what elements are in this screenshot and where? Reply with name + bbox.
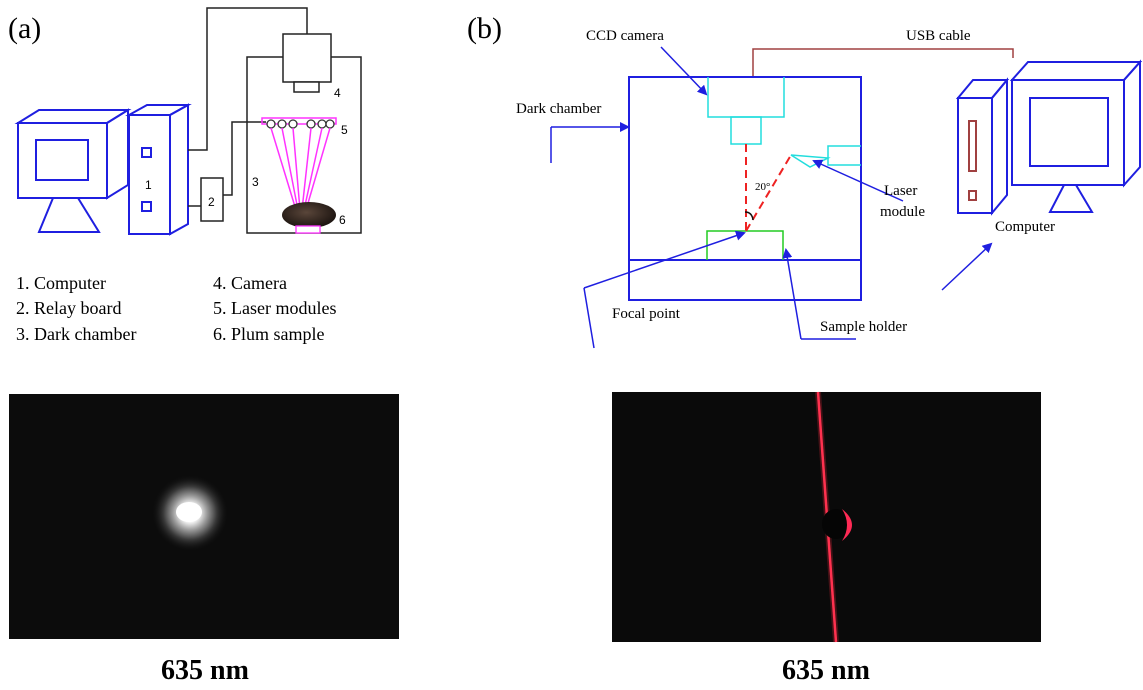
computer-number: 1 (145, 178, 152, 192)
laser-modules-number: 5 (341, 123, 348, 137)
callout-arrows-b (550, 46, 993, 349)
laser-paths-b (745, 144, 792, 232)
legend-item-camera: 4. Camera (213, 273, 287, 293)
angle-arc (744, 211, 754, 221)
plum-sample-number: 6 (339, 213, 346, 227)
ccd-camera-icon (707, 77, 785, 145)
cables-a (188, 7, 308, 207)
laser-spot-core (176, 502, 202, 522)
camera-a-icon (282, 33, 332, 93)
usb-cable-label: USB cable (906, 28, 971, 44)
computer-label: Computer (995, 219, 1055, 235)
laser-module-label-line1: Laser (884, 183, 917, 199)
relay-board-number: 2 (208, 195, 215, 209)
laser-beams-a (270, 127, 331, 211)
computer-a-icon (14, 103, 192, 236)
legend-item-laser-modules: 5. Laser modules (213, 298, 336, 318)
legend-a: 1. Computer 2. Relay board 3. Dark chamb… (16, 273, 336, 344)
sample-holder-icon (706, 230, 784, 260)
ccd-camera-label: CCD camera (586, 28, 664, 44)
dark-chamber-number: 3 (252, 175, 259, 189)
laser-modules-icon (261, 117, 337, 125)
laser-module-label-line2: module (880, 204, 925, 220)
sample-stand-icon (295, 225, 321, 234)
focal-point-label: Focal point (612, 306, 681, 322)
legend-item-plum-sample: 6. Plum sample (213, 324, 325, 344)
panel-b-label: (b) (467, 12, 502, 45)
panel-a-label: (a) (8, 12, 41, 45)
angle-label: 20° (755, 181, 770, 193)
laser-module-icon (790, 145, 861, 168)
computer-b-icon (955, 59, 1143, 216)
camera-number: 4 (334, 86, 341, 100)
usb-cable-line (752, 48, 1014, 77)
caption-a: 635 nm (161, 655, 249, 686)
laser-crescent (842, 509, 852, 541)
photo-b (612, 391, 1041, 643)
caption-b: 635 nm (782, 655, 870, 686)
relay-board-icon (200, 177, 224, 222)
sample-holder-label: Sample holder (820, 319, 907, 335)
laser-diodes (266, 119, 335, 129)
legend-item-relay-board: 2. Relay board (16, 298, 121, 318)
dark-chamber-label: Dark chamber (516, 101, 601, 117)
legend-item-computer: 1. Computer (16, 273, 106, 293)
legend-item-dark-chamber: 3. Dark chamber (16, 324, 136, 344)
photo-a (9, 394, 399, 639)
plum-sample-icon (282, 202, 336, 228)
